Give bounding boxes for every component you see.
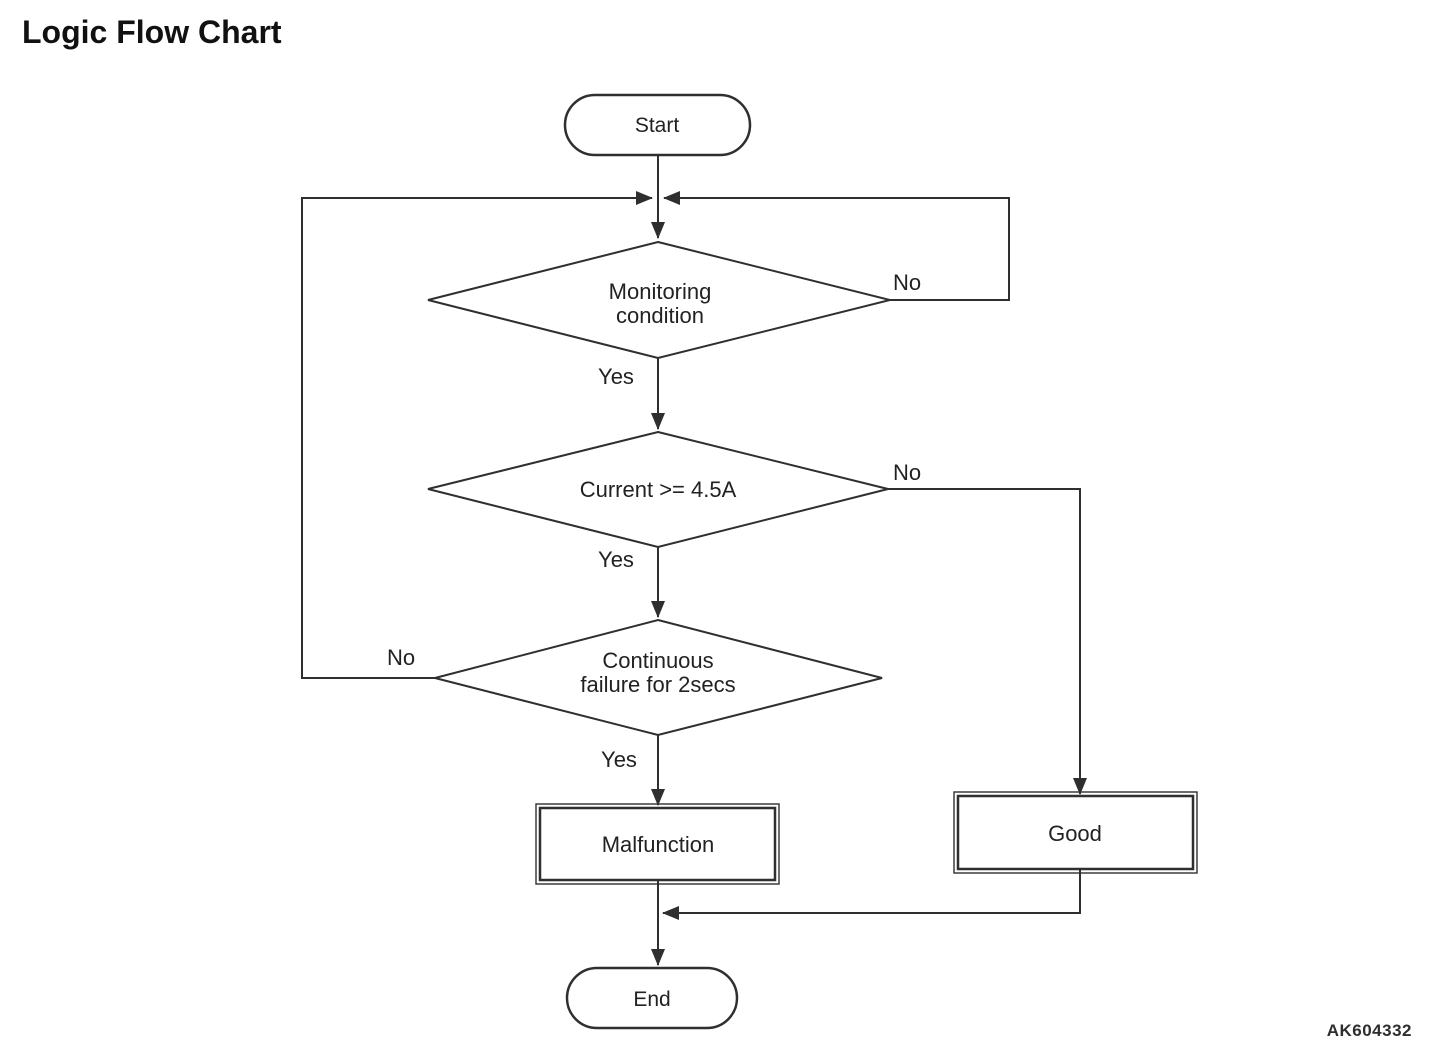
monitoring-condition-decision: Monitoring condition — [427, 240, 891, 360]
continuous-failure-decision: Continuous failure for 2secs — [434, 618, 883, 737]
continuous-failure-diamond — [434, 618, 883, 737]
malfunction-process: Malfunction — [535, 803, 780, 885]
current-threshold-decision: Current >= 4.5A — [427, 430, 889, 549]
start-terminal: Start — [563, 93, 752, 157]
good-box — [956, 794, 1195, 871]
start-terminal-label: Start — [635, 114, 680, 137]
monitoring-condition-diamond — [427, 240, 891, 360]
malfunction-label: Malfunction — [602, 832, 715, 857]
good-label: Good — [1048, 821, 1102, 846]
current-threshold-diamond — [427, 430, 889, 549]
page-title: Logic Flow Chart — [22, 14, 282, 50]
connectors — [301, 155, 1087, 966]
monitoring-condition-label-line1: Monitoring — [609, 279, 712, 304]
continuous-failure-label-line2: failure for 2secs — [580, 672, 735, 697]
good-process: Good — [953, 791, 1198, 874]
monitoring-yes-label: Yes — [598, 364, 634, 389]
good-box-outer — [953, 791, 1198, 874]
start-terminal-shape — [563, 93, 752, 157]
malfunction-box — [538, 806, 777, 882]
edge-good-to-merge — [662, 869, 1081, 920]
edge-current-no-to-good — [888, 488, 1087, 795]
current-threshold-label: Current >= 4.5A — [580, 477, 737, 502]
continuous-no-label: No — [387, 645, 415, 670]
monitoring-condition-label-line2: condition — [616, 303, 704, 328]
end-terminal-shape — [565, 966, 739, 1030]
end-terminal: End — [565, 966, 739, 1030]
figure-code: AK604332 — [1326, 1021, 1412, 1040]
current-no-label: No — [893, 460, 921, 485]
continuous-yes-label: Yes — [601, 747, 637, 772]
malfunction-box-outer — [535, 803, 780, 885]
end-terminal-label: End — [633, 988, 670, 1011]
monitoring-no-label: No — [893, 270, 921, 295]
edge-continuous-no-loop — [301, 191, 653, 679]
edge-monitoring-no-loop — [663, 191, 1010, 301]
continuous-failure-label-line1: Continuous — [602, 648, 713, 673]
current-yes-label: Yes — [598, 547, 634, 572]
